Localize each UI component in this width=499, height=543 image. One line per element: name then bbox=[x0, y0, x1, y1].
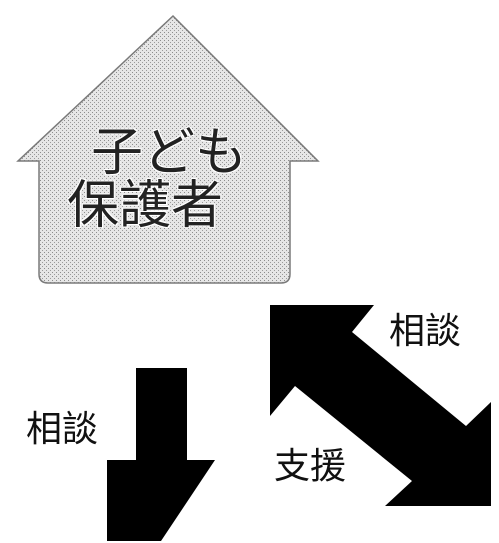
house-label-children: 子ども bbox=[91, 123, 248, 183]
house-shape bbox=[16, 14, 320, 284]
consult-label-right: 相談 bbox=[389, 311, 462, 352]
consult-label-left: 相談 bbox=[26, 409, 99, 450]
support-label: 支援 bbox=[274, 446, 347, 487]
house-label-guardians: 保護者 bbox=[67, 176, 224, 236]
consult-support-double-arrow bbox=[270, 305, 491, 506]
consult-down-arrow bbox=[107, 368, 215, 541]
